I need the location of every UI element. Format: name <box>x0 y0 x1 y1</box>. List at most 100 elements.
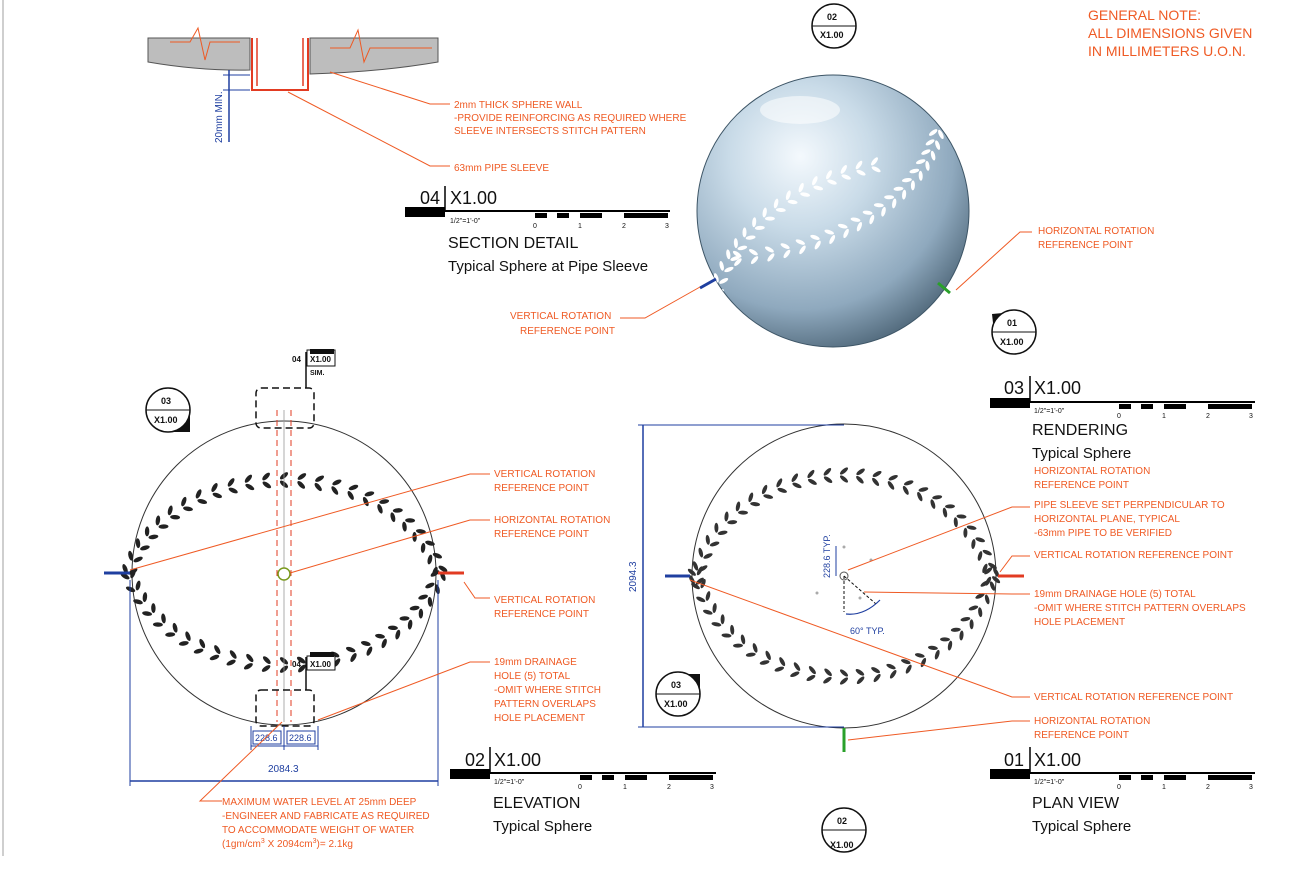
stitch-hole <box>938 129 944 139</box>
stitch-hole <box>350 653 357 662</box>
stitch-hole <box>409 605 420 611</box>
stitch-hole <box>773 198 779 209</box>
general-note: GENERAL NOTE: ALL DIMENSIONS GIVEN IN MI… <box>1088 7 1252 59</box>
leader <box>847 720 1030 741</box>
stitch-hole <box>407 619 413 630</box>
stitch-hole <box>724 511 729 522</box>
stitch-hole <box>698 547 704 558</box>
view-subtitle: Typical Sphere <box>1032 818 1131 835</box>
stitch-hole <box>392 508 403 513</box>
stitch-hole <box>775 207 786 213</box>
stitch-hole <box>719 277 729 284</box>
stitch-hole <box>977 551 983 561</box>
general-note-line: GENERAL NOTE: <box>1088 7 1201 23</box>
stitch-hole <box>364 491 375 497</box>
width-dim-label: 2084.3 <box>268 764 299 775</box>
stitch-hole <box>195 489 202 499</box>
stitch-hole <box>262 481 272 489</box>
drainage-note: 19mm DRAINAGE HOLE (5) TOTAL <box>1034 589 1196 600</box>
stitch-hole <box>719 261 724 271</box>
bubble-sheet: X1.00 <box>1000 337 1024 347</box>
section-callout-box <box>255 689 315 727</box>
view-title: RENDERING <box>1032 422 1128 439</box>
stitch-hole <box>871 157 878 166</box>
stitch-hole <box>402 521 407 532</box>
stitch-hole <box>733 643 743 648</box>
scale-tick: 2 <box>622 223 626 230</box>
stitch-hole <box>966 525 977 530</box>
drainage-note: -OMIT WHERE STITCH <box>494 685 601 696</box>
stitch-hole <box>122 564 128 574</box>
leader <box>329 71 450 105</box>
view-title: ELEVATION <box>493 795 580 812</box>
leader <box>955 231 1032 291</box>
stitch-hole <box>727 520 738 525</box>
leader <box>847 506 1030 571</box>
stitch-hole <box>765 650 771 661</box>
title-number: 01 <box>1004 750 1024 770</box>
stitch-hole <box>345 646 356 653</box>
stitch-hole <box>892 198 897 209</box>
stitch-hole <box>785 190 791 201</box>
stitch-hole <box>982 549 992 556</box>
stitch-hole <box>737 245 748 251</box>
wall-note: 2mm THICK SPHERE WALL <box>454 100 583 111</box>
ref-note: REFERENCE POINT <box>1038 240 1133 251</box>
stitch-hole <box>185 631 191 641</box>
stitch-hole <box>412 531 417 542</box>
stitch-hole <box>978 607 983 618</box>
stitch-hole <box>927 645 938 650</box>
stitch-hole <box>869 214 875 225</box>
stitch-hole <box>142 592 148 603</box>
ref-note: HORIZONTAL ROTATION <box>1034 716 1150 727</box>
stitch-hole <box>199 638 206 649</box>
stitch-hole <box>824 668 832 677</box>
stitch-hole <box>178 641 189 646</box>
stitch-hole <box>390 512 396 523</box>
stitch-hole <box>170 514 181 520</box>
title-block-elevation: 02 X1.00 1/2"=1'-0" 0 1 2 3 ELEVATION Ty… <box>450 747 716 835</box>
stitch-hole <box>839 475 849 483</box>
graphic-scale: 0 1 2 3 <box>1117 775 1253 791</box>
stitch-hole <box>705 298 712 308</box>
ref-note: REFERENCE POINT <box>1034 480 1129 491</box>
stitch-hole <box>810 234 820 240</box>
stitch-hole <box>720 614 725 625</box>
scale-tick: 1 <box>1162 413 1166 420</box>
stitch-hole <box>917 491 923 502</box>
scale-tick: 0 <box>1117 413 1121 420</box>
stitch-hole <box>901 177 912 183</box>
stitch-hole <box>748 492 754 503</box>
stitch-hole <box>381 638 387 649</box>
ref-note: REFERENCE POINT <box>494 609 589 620</box>
pipe-sleeve <box>251 38 309 91</box>
stitch-hole <box>968 605 979 611</box>
scale-tick: 1 <box>578 223 582 230</box>
scale-tick: 0 <box>1117 784 1121 791</box>
stitch-hole <box>777 487 787 493</box>
stitch-hole <box>438 565 448 572</box>
scale-tick: 3 <box>710 784 714 791</box>
stitch-hole <box>696 596 706 603</box>
stitch-hole <box>807 478 817 485</box>
stitch-hole <box>992 576 1001 584</box>
stitch-hole <box>717 530 728 535</box>
title-number: 03 <box>1004 378 1024 398</box>
stitch-hole <box>362 496 369 507</box>
stitch-hole <box>726 249 731 260</box>
scale-tick: 2 <box>1206 413 1210 420</box>
leader <box>863 591 1030 595</box>
stitch-hole <box>688 575 695 585</box>
stitch-hole <box>872 470 882 478</box>
stitch-hole <box>691 582 700 590</box>
stitch-hole <box>754 225 765 230</box>
title-number: 04 <box>420 188 440 208</box>
stitch-hole <box>745 652 756 657</box>
bubble-number: 03 <box>161 396 171 406</box>
scale-tick: 1 <box>1162 784 1166 791</box>
sleeve-note: HORIZONTAL PLANE, TYPICAL <box>1034 514 1180 525</box>
view-title: SECTION DETAIL <box>448 235 578 252</box>
horizontal-ref-mark <box>937 281 951 295</box>
stitch-hole <box>740 634 746 645</box>
stitch-hole <box>750 256 759 265</box>
